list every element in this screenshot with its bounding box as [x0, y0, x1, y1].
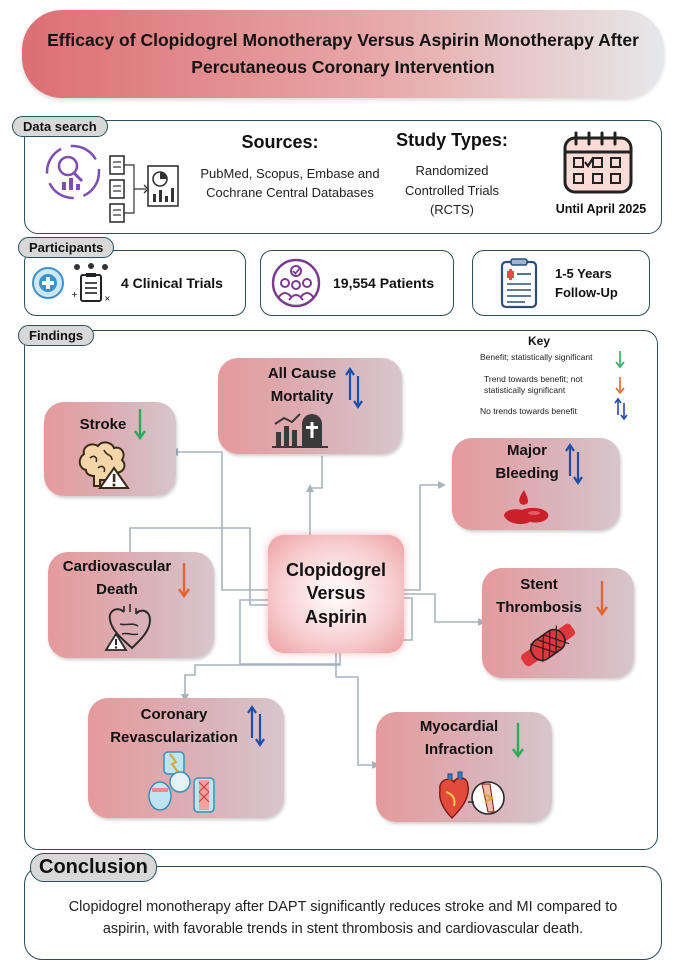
svg-text:+: + — [71, 290, 78, 299]
patients-group-icon — [271, 258, 321, 308]
key-title: Key — [528, 334, 551, 348]
key-orange-down-arrow-icon — [615, 377, 625, 395]
medical-report-icon — [500, 258, 538, 309]
node-stent-thrombosis — [482, 568, 634, 678]
clinical-trials-box: + × 4 Clinical Trials — [24, 250, 246, 316]
blood-drop-icon — [504, 490, 549, 524]
patients-count: 19,554 Patients — [333, 275, 435, 291]
mi-label: Myocardial Infraction — [419, 718, 499, 758]
svg-text:×: × — [104, 294, 111, 303]
search-analytics-icon — [45, 144, 101, 200]
key-blue-updown-arrows-icon — [614, 397, 628, 421]
bleeding-blue-updown-arrows-icon — [565, 443, 583, 485]
brain-warning-icon — [78, 441, 130, 489]
node-cardiovascular-death — [48, 552, 214, 658]
revasc-blue-updown-arrows-icon — [247, 705, 265, 747]
followup-duration: 1-5 Years Follow-Up — [555, 265, 618, 301]
study-types-title: Study Types: — [396, 130, 508, 150]
stent-mesh-icon — [520, 623, 576, 667]
medical-cross-icon — [32, 267, 64, 299]
key-green-down-arrow-icon — [615, 351, 625, 369]
conclusion-tab: Conclusion — [30, 853, 157, 882]
study-types-text: Randomized Controlled Trials (RCTS) — [405, 163, 499, 217]
stent-orange-down-arrow-icon — [596, 581, 608, 617]
clinical-trials-count: 4 Clinical Trials — [121, 275, 223, 291]
title-banner: Efficacy of Clopidogrel Monotherapy Vers… — [22, 10, 664, 98]
documents-icon — [109, 155, 179, 223]
calendar-icon — [563, 131, 633, 194]
key-none-label: No trends towards benefit — [480, 406, 577, 416]
clipboard-team-icon: + × — [71, 263, 111, 303]
center-clopidogrel-vs-aspirin: Clopidogrel Versus Aspirin — [268, 535, 404, 653]
sources-title: Sources: — [241, 132, 319, 152]
followup-box: 1-5 Years Follow-Up — [472, 250, 650, 316]
participants-tab: Participants — [18, 237, 115, 258]
conclusion-text: Clopidogrel monotherapy after DAPT signi… — [68, 898, 618, 937]
tombstone-chart-icon — [272, 413, 328, 448]
artery-stent-icon — [148, 751, 215, 813]
heart-artery-icon — [438, 771, 505, 819]
stent-label: Stent Thrombosis — [496, 576, 582, 616]
key-benefit-label: Benefit; statistically significant — [480, 352, 593, 362]
sources-text: PubMed, Scopus, Embase and Cochrane Cent… — [200, 166, 380, 200]
mortality-label: All Cause Mortality — [267, 365, 337, 405]
key-trend-label: Trend towards benefit; not statistically… — [484, 374, 583, 396]
stroke-label: Stroke — [79, 416, 127, 433]
cv-death-orange-down-arrow-icon — [178, 563, 190, 599]
stroke-green-down-arrow-icon — [134, 409, 146, 441]
mortality-blue-updown-arrows-icon — [345, 367, 363, 409]
cv-death-label: Cardiovascular Death — [62, 558, 172, 598]
until-date: Until April 2025 — [555, 202, 647, 216]
revasc-label: Coronary Revascularization — [110, 706, 238, 746]
data-search-panel — [24, 120, 662, 234]
center-label: Clopidogrel Versus Aspirin — [286, 559, 386, 627]
patients-box: 19,554 Patients — [260, 250, 454, 316]
heart-warning-icon — [104, 604, 152, 651]
bleeding-label: Major Bleeding — [495, 442, 559, 482]
mi-green-down-arrow-icon — [512, 723, 524, 759]
findings-tab: Findings — [18, 325, 95, 346]
data-search-tab: Data search — [12, 116, 108, 137]
page-title: Efficacy of Clopidogrel Monotherapy Vers… — [47, 29, 639, 77]
